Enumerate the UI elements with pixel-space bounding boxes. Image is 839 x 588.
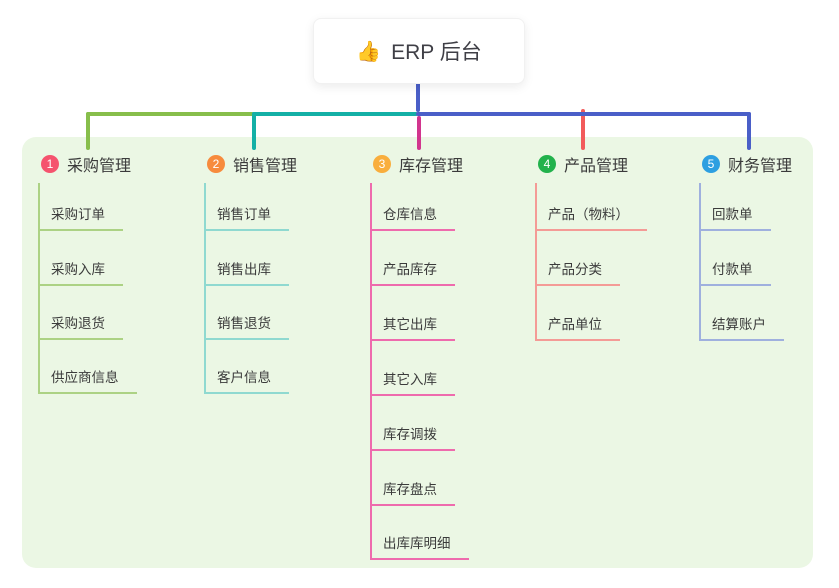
node-sales-return[interactable]: 销售退货	[204, 316, 289, 340]
connector-branch4-drop	[581, 109, 585, 150]
node-payment-bill[interactable]: 付款单	[699, 262, 771, 286]
root-node[interactable]: 👍 ERP 后台	[313, 18, 525, 84]
branch3-label: 库存管理	[399, 157, 464, 175]
connector-branch2-drop	[252, 112, 256, 150]
node-sales-order[interactable]: 销售订单	[204, 207, 289, 231]
branch3-number-badge: 3	[373, 154, 391, 173]
branch4-label: 产品管理	[564, 157, 629, 175]
connector-branch3-drop	[417, 116, 421, 150]
connector-branch2-horizontal	[252, 112, 418, 116]
connector-branch5-drop	[747, 112, 751, 150]
connector-branch5-horizontal	[416, 112, 751, 116]
thumbs-up-icon: 👍	[356, 40, 382, 63]
node-other-outbound[interactable]: 其它出库	[370, 317, 455, 341]
branch2-label: 销售管理	[233, 157, 298, 175]
node-customer-info[interactable]: 客户信息	[204, 370, 289, 394]
root-node-label: ERP 后台	[391, 41, 482, 64]
node-stock-taking[interactable]: 库存盘点	[370, 482, 455, 506]
node-product-category[interactable]: 产品分类	[535, 262, 620, 286]
branch5-trunk-line	[699, 183, 701, 341]
node-supplier-info[interactable]: 供应商信息	[38, 370, 137, 394]
branch2-trunk-line	[204, 183, 206, 394]
node-product-stock[interactable]: 产品库存	[370, 262, 455, 286]
branch-header-purchase[interactable]: 1 采购管理	[30, 147, 157, 180]
connector-branch1-drop	[86, 112, 90, 150]
branch2-number-badge: 2	[207, 154, 225, 173]
node-purchase-order[interactable]: 采购订单	[38, 207, 123, 231]
branch4-trunk-line	[535, 183, 537, 341]
branch-header-sales[interactable]: 2 销售管理	[196, 147, 323, 180]
node-receipt-bill[interactable]: 回款单	[699, 207, 771, 231]
connector-branch1-horizontal	[86, 112, 254, 116]
branch-header-finance[interactable]: 5 财务管理	[691, 147, 818, 180]
node-sales-outbound[interactable]: 销售出库	[204, 262, 289, 286]
branch-header-product[interactable]: 4 产品管理	[527, 147, 654, 180]
branch5-number-badge: 5	[702, 154, 720, 173]
connector-root-vertical	[416, 81, 420, 112]
branch4-number-badge: 4	[538, 154, 556, 173]
branch5-label: 财务管理	[728, 157, 793, 175]
node-purchase-inbound[interactable]: 采购入库	[38, 262, 123, 286]
branch-header-inventory[interactable]: 3 库存管理	[362, 147, 489, 180]
node-settlement-account[interactable]: 结算账户	[699, 317, 784, 341]
branch3-trunk-line	[370, 183, 372, 560]
branches-panel	[22, 137, 813, 568]
node-stock-transfer[interactable]: 库存调拨	[370, 427, 455, 451]
node-product-unit[interactable]: 产品单位	[535, 317, 620, 341]
branch1-label: 采购管理	[67, 157, 132, 175]
branch1-number-badge: 1	[41, 154, 59, 173]
branch1-trunk-line	[38, 183, 40, 394]
node-purchase-return[interactable]: 采购退货	[38, 316, 123, 340]
node-other-inbound[interactable]: 其它入库	[370, 372, 455, 396]
node-product-material[interactable]: 产品（物料）	[535, 207, 647, 231]
node-warehouse-info[interactable]: 仓库信息	[370, 207, 455, 231]
node-outbound-details[interactable]: 出库库明细	[370, 536, 469, 560]
